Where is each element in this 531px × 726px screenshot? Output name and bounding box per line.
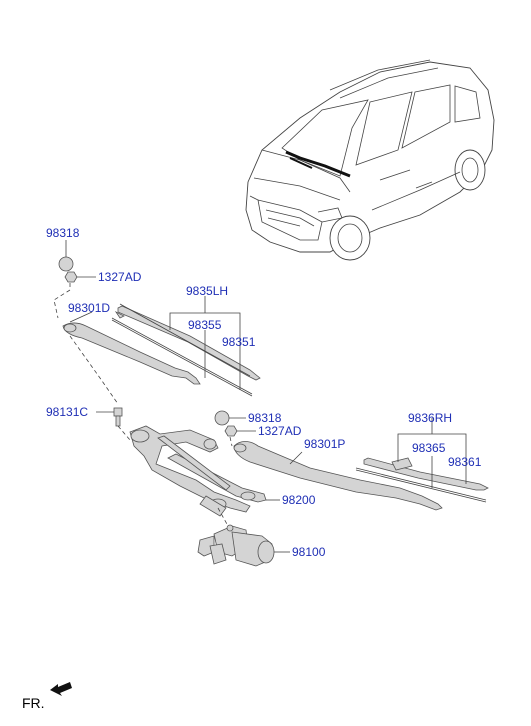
wiper-blade-9836RH xyxy=(355,457,489,503)
label-98361: 98361 xyxy=(448,455,482,469)
label-98355: 98355 xyxy=(188,318,222,332)
label-98200: 98200 xyxy=(282,493,316,507)
wiper-arm-98301P xyxy=(233,441,443,511)
cap-98318-mid xyxy=(214,410,230,426)
label-9835LH: 9835LH xyxy=(186,284,228,298)
label-98365: 98365 xyxy=(412,441,446,455)
nut-1327AD-mid xyxy=(224,425,238,437)
cap-98318-top xyxy=(58,256,74,272)
label-1327AD-top: 1327AD xyxy=(98,270,142,284)
label-98301P: 98301P xyxy=(304,437,345,451)
label-98131C: 98131C xyxy=(46,405,88,419)
wiper-linkage-98200 xyxy=(69,335,267,517)
wiper-arm-98301D xyxy=(62,322,201,385)
wiper-motor-98100 xyxy=(197,524,275,567)
vehicle-illustration xyxy=(245,59,495,261)
label-98318-mid: 98318 xyxy=(248,411,282,425)
arrow-fr-icon xyxy=(50,682,72,696)
label-98100: 98100 xyxy=(292,545,326,559)
label-98318-top: 98318 xyxy=(46,226,80,240)
label-1327AD-mid: 1327AD xyxy=(258,424,302,438)
label-98301D: 98301D xyxy=(68,301,110,315)
direction-label: FR. xyxy=(22,695,45,711)
label-98351: 98351 xyxy=(222,335,256,349)
label-9836RH: 9836RH xyxy=(408,411,452,425)
wiper-blade-9835LH xyxy=(111,303,261,397)
nut-1327AD-top xyxy=(64,271,78,283)
